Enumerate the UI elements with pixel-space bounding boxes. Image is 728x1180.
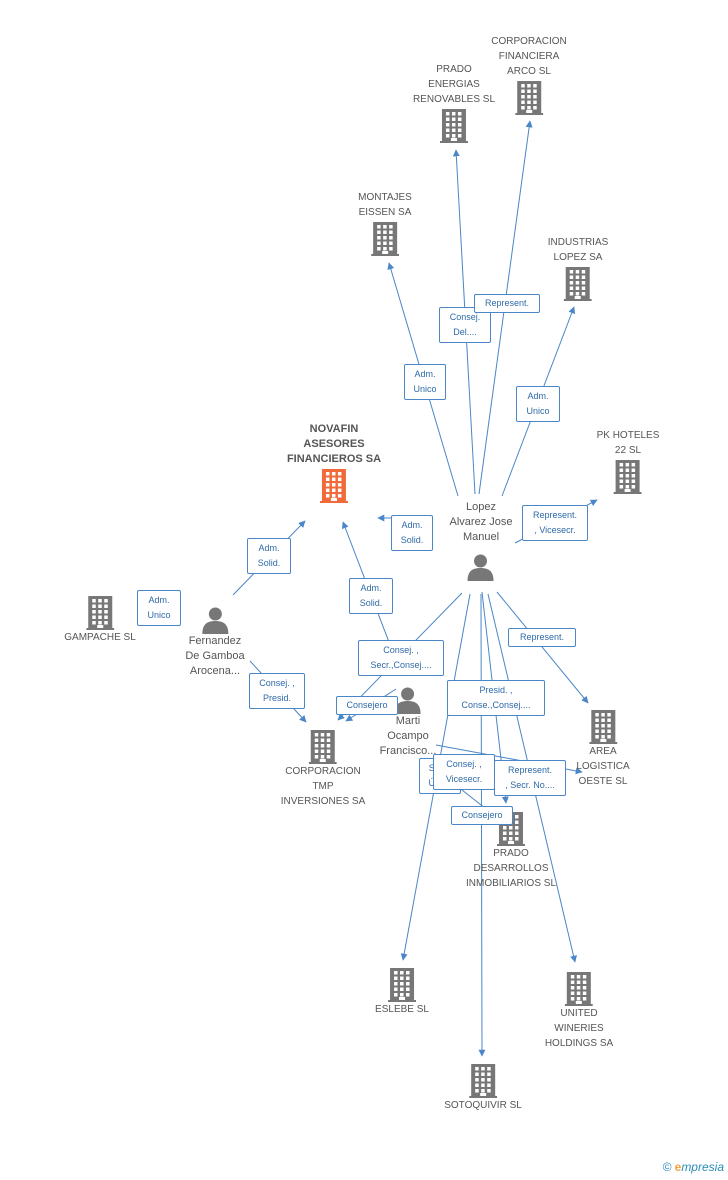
building-icon [86,596,114,630]
relation-badge[interactable]: Adm. Solid. [247,538,291,574]
relation-badge[interactable]: Consejero [451,806,513,825]
relation-badge[interactable]: Adm. Unico [404,364,446,400]
relation-badge[interactable]: Consej. , Presid. [249,673,305,709]
node-novafin[interactable]: NOVAFIN ASESORES FINANCIEROS SA [287,422,381,503]
node-montajes[interactable]: MONTAJES EISSEN SA [358,190,412,256]
node-pk-hoteles[interactable]: PK HOTELES 22 SL [596,428,660,494]
node-label: SOTOQUIVIR SL [444,1100,522,1111]
person-icon [394,687,421,714]
node-prado-energias[interactable]: PRADO ENERGIAS RENOVABLES SL [413,62,495,143]
node-label: CORPORACION TMP INVERSIONES SA [280,766,366,807]
building-icon [564,972,593,1006]
brand-initial: e [674,1160,682,1174]
relation-badge[interactable]: Represent. [508,628,576,647]
node-label: PK HOTELES 22 SL [596,430,660,456]
building-icon [320,469,348,503]
relation-badge[interactable]: Adm. Solid. [391,515,433,551]
node-area-logistica[interactable]: AREA LOGISTICA OESTE SL [576,710,630,789]
node-prado-desarrollos[interactable]: PRADO DESARROLLOS INMOBILIARIOS SL [466,812,556,891]
relation-badge[interactable]: Represent. , Vicesecr. [522,505,588,541]
relation-badge[interactable]: Represent. [474,294,540,313]
node-industrias[interactable]: INDUSTRIAS LOPEZ SA [547,235,609,301]
node-label: UNITED WINERIES HOLDINGS SA [544,1008,614,1049]
node-label: INDUSTRIAS LOPEZ SA [547,237,609,263]
node-label: AREA LOGISTICA OESTE SL [576,746,630,787]
relation-badge[interactable]: Adm. Solid. [349,578,393,614]
edge-lopez-to-area_logistica [496,591,589,704]
node-united[interactable]: UNITED WINERIES HOLDINGS SA [545,972,613,1051]
node-marti[interactable]: Marti Ocampo Francisco... [379,686,437,759]
node-label: Lopez Alvarez Jose Manuel [449,501,513,543]
node-fernandez[interactable]: Fernandez De Gamboa Arocena... [185,606,245,679]
node-label: PRADO ENERGIAS RENOVABLES SL [412,64,496,105]
node-arco[interactable]: CORPORACION FINANCIERA ARCO SL [491,34,567,115]
node-gampache[interactable]: GAMPACHE SL [64,596,136,645]
relation-badge[interactable]: Represent. , Secr. No.... [494,760,566,796]
building-icon [439,109,468,143]
building-icon [387,968,416,1002]
relation-badge[interactable]: Adm. Unico [516,386,560,422]
brand-footer: © empresia [662,1160,724,1174]
building-icon [469,1064,497,1098]
building-icon [564,267,592,301]
relation-badge[interactable]: Consej. Del.... [439,307,491,343]
building-icon [309,730,337,764]
brand-name: mpresia [681,1160,724,1174]
node-label: GAMPACHE SL [64,632,136,643]
relation-badge[interactable]: Consejero [336,696,398,715]
building-icon [588,710,617,744]
node-label: Marti Ocampo Francisco... [379,715,437,757]
node-lopez[interactable]: Lopez Alvarez Jose Manuel [449,500,513,581]
building-icon [515,81,543,115]
building-icon [371,222,399,256]
node-corp-tmp[interactable]: CORPORACION TMP INVERSIONES SA [281,730,365,809]
node-label: ESLEBE SL [375,1004,429,1015]
node-label: MONTAJES EISSEN SA [358,192,412,218]
edge-lopez-to-sotoquivir [478,593,486,1057]
relation-badge[interactable]: Consej. , Vicesecr. [433,754,495,790]
building-icon [614,460,642,494]
node-label: Fernandez De Gamboa Arocena... [185,635,245,677]
person-icon [467,554,494,581]
copyright-symbol: © [662,1160,672,1174]
node-label: PRADO DESARROLLOS INMOBILIARIOS SL [465,848,557,889]
relation-badge[interactable]: Presid. , Conse.,Consej.... [447,680,545,716]
node-label: CORPORACION FINANCIERA ARCO SL [491,36,567,77]
node-label: NOVAFIN ASESORES FINANCIEROS SA [286,423,382,465]
relation-badge[interactable]: Adm. Unico [137,590,181,626]
relation-badge[interactable]: Consej. , Secr.,Consej.... [358,640,444,676]
node-eslebe[interactable]: ESLEBE SL [375,968,429,1017]
node-sotoquivir[interactable]: SOTOQUIVIR SL [444,1064,522,1113]
person-icon [202,607,228,634]
